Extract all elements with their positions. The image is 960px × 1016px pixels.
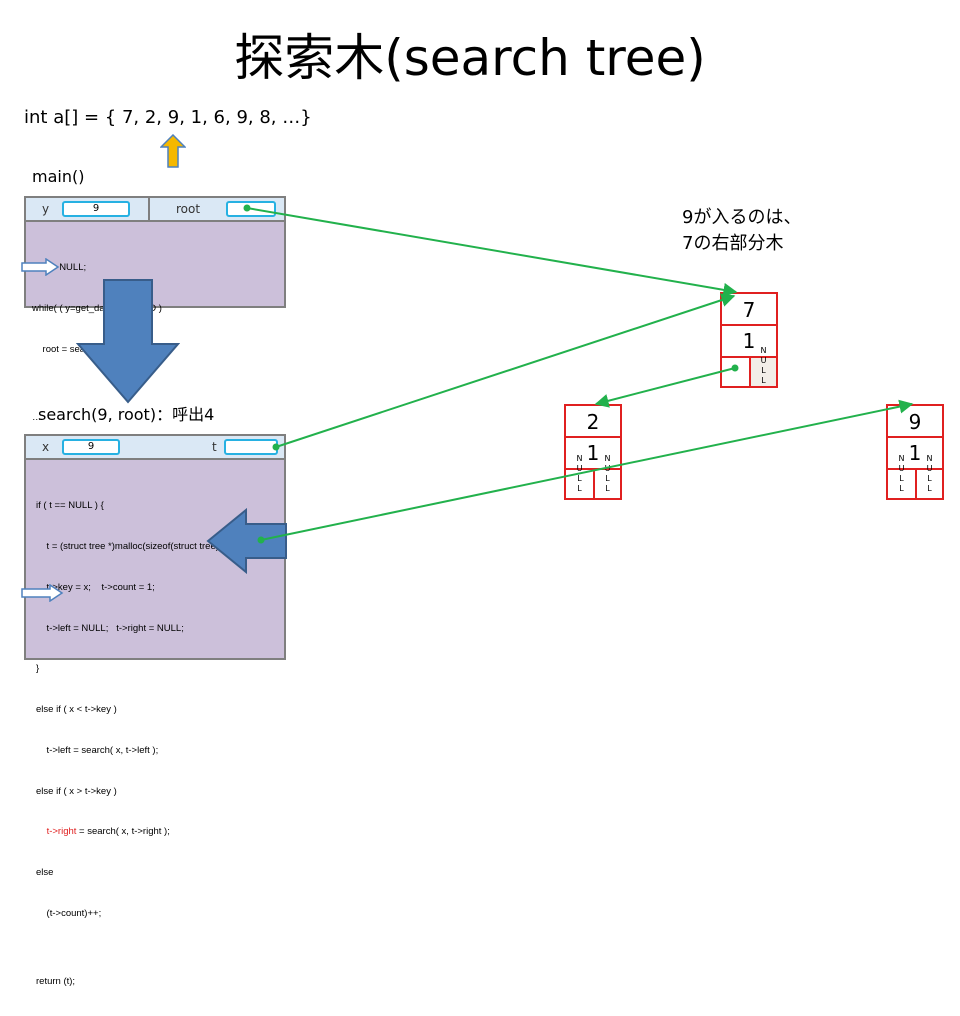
code-line: else: [36, 867, 54, 879]
code-indent: [36, 826, 47, 837]
return-pointer: [260, 399, 914, 541]
pointer-origin-dot: [257, 536, 265, 544]
null-label: N U L L: [760, 346, 767, 385]
node-left-pointer: N U L L: [888, 454, 915, 498]
search-label: search(9, root)：呼出4: [38, 405, 215, 424]
node7-left-pointer: [594, 367, 736, 408]
tree-node-2: 2 1 N U L L N U L L: [564, 404, 622, 500]
return-left-arrow-icon: [206, 508, 287, 574]
code-rest: = search( x, t->right );: [76, 826, 170, 838]
pointer-origin-dot: [243, 204, 251, 212]
code-line: t = (struct tree *)malloc(sizeof(struct …: [36, 540, 225, 552]
page-title: 探索木(search tree): [234, 29, 706, 87]
null-label: N U L L: [898, 454, 905, 493]
code-line-highlighted: t->right = search( x, t->right );: [36, 825, 225, 839]
code-line: else if ( x < t->key ): [36, 704, 117, 716]
main-var-y-cell: y 9: [26, 198, 150, 222]
current-line-arrow-icon: [21, 584, 64, 602]
node-count: 1: [586, 441, 600, 465]
code-line: …: [32, 411, 42, 423]
node-left-pointer: [722, 356, 749, 386]
pointer-origin-dot: [731, 364, 739, 372]
pointer-origin-dot: [272, 443, 280, 451]
code-line: if ( t == NULL ) {: [36, 500, 104, 512]
node-right-pointer: N U L L: [915, 454, 942, 498]
main-label: main(): [32, 167, 85, 186]
search-vars-row: x 9 t: [26, 436, 284, 460]
node-key: 9: [888, 406, 942, 438]
node-key: 7: [722, 294, 776, 326]
null-label: N U L L: [576, 454, 583, 493]
root-pointer: [246, 207, 738, 297]
note-line-2: 7の右部分木: [682, 233, 784, 254]
array-declaration: int a[] = { 7, 2, 9, 1, 6, 9, 8, …}: [24, 107, 312, 128]
code-line: (t->count)++;: [36, 908, 102, 919]
insertion-note: 9が入るのは、 7の右部分木: [682, 205, 801, 257]
main-frame: y 9 root root = NULL; while( ( y=get_dat…: [24, 196, 286, 423]
code-line: return (t);: [36, 975, 76, 987]
code-highlight: t->right: [46, 826, 77, 838]
var-y-value: 9: [62, 201, 130, 217]
code-line: else if ( x > t->key ): [36, 785, 117, 797]
node-count: 1: [742, 329, 756, 353]
var-root-name: root: [176, 202, 201, 216]
var-x-name: x: [42, 440, 50, 454]
code-line: }: [36, 663, 40, 675]
call-down-arrow-icon: [76, 279, 180, 404]
up-arrow-icon: [160, 134, 186, 168]
var-y-name: y: [42, 202, 50, 216]
null-label: N U L L: [926, 454, 933, 493]
pointer-overlay: [243, 204, 914, 544]
t-pointer: [275, 293, 736, 448]
tree-node-7: 7 1 N U L L: [720, 292, 778, 388]
node-left-pointer: N U L L: [566, 454, 593, 498]
code-line: t->key = x; t->count = 1;: [36, 581, 155, 593]
var-t-name: t: [212, 440, 217, 454]
code-line: t->left = search( x, t->left );: [36, 744, 159, 756]
node-right-pointer: N U L L: [749, 346, 776, 386]
note-line-1: 9が入るのは、: [682, 207, 802, 228]
tree-node-9: 9 1 N U L L N U L L: [886, 404, 944, 500]
node-count: 1: [908, 441, 922, 465]
node-key: 2: [566, 406, 620, 438]
var-x-value: 9: [62, 439, 120, 455]
current-line-arrow-icon: [21, 258, 60, 276]
code-line: t->left = NULL; t->right = NULL;: [36, 622, 184, 634]
main-var-root-cell: root: [150, 198, 284, 222]
